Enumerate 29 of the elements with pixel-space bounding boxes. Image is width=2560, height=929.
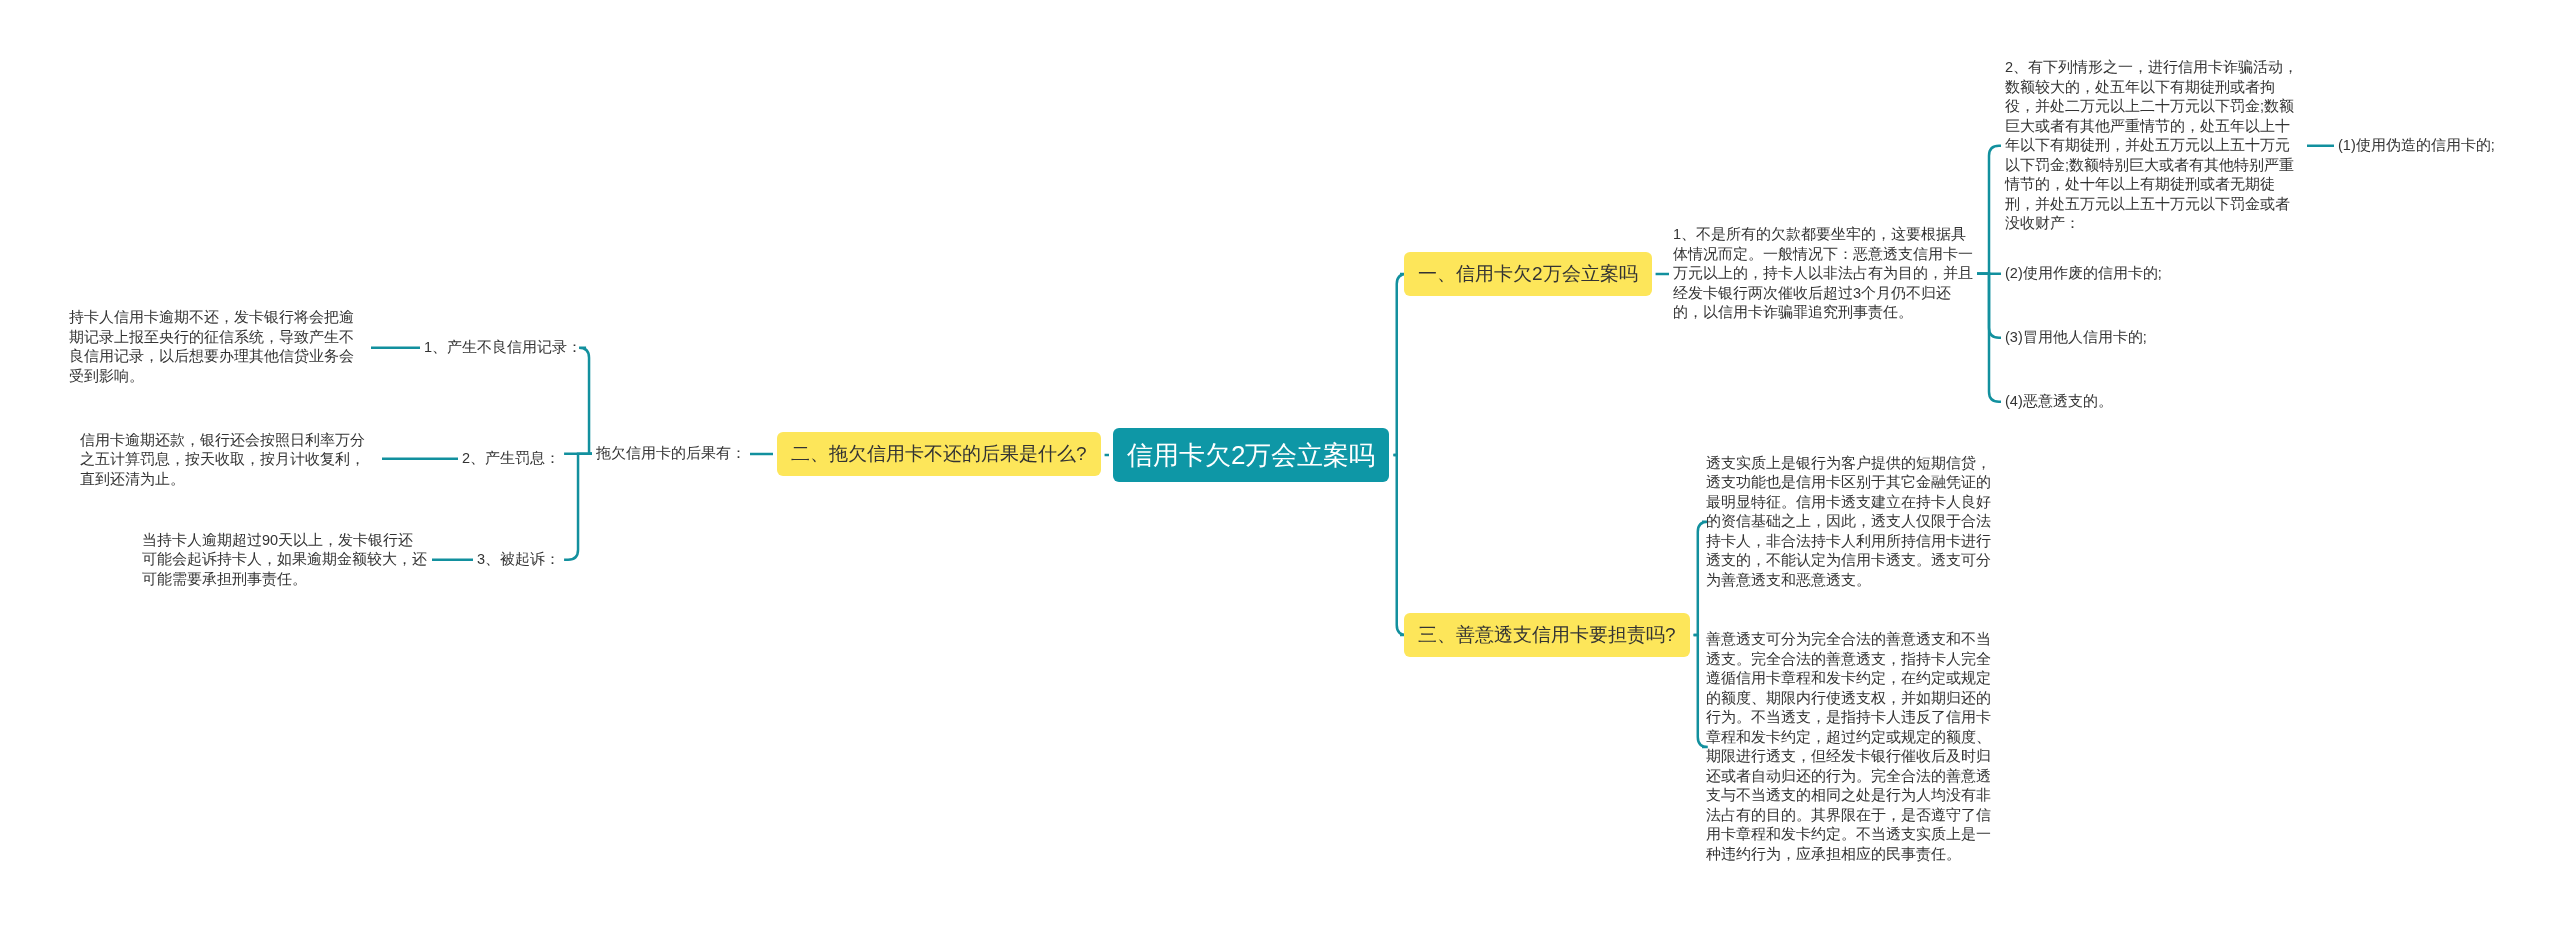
connector-line <box>577 346 592 455</box>
note-text: 1、不是所有的欠款都要坐牢的，这要根据具体情况而定。一般情况下：恶意透支信用卡一万元以上的，持卡人以非法占有为目的，并且经发卡银行两次催收后超过3个月仍不归还的，以信用卡诈骗罪追究刑事责任。 <box>1673 225 1973 323</box>
connector-line <box>1977 272 2001 403</box>
note-text: 2、有下列情形之一，进行信用卡诈骗活动，数额较大的，处五年以下有期徒刑或者拘役，并处二万元以上二十万元以下罚金;数额巨大或者有其他严重情节的，处五年以上十年以下有期徒刑，并处五万元以上五十万元以下罚金;数额特别巨大或者有其他特别严重情节的，处十年以上有期徒刑或者无期徒刑，并处五万元以上五十万元以下罚金或者没收财产： <box>2005 58 2303 234</box>
central-topic-box: 信用卡欠2万会立案吗 <box>1113 428 1390 482</box>
subtopic-text: 拖欠信用卡的后果有： <box>596 444 746 464</box>
connector-line <box>371 346 420 349</box>
subtopic-text: 1、产生不良信用记录： <box>424 338 583 358</box>
connector-line <box>432 558 473 561</box>
topic-box: 二、拖欠信用卡不还的后果是什么? <box>777 432 1101 476</box>
connector-line <box>382 457 458 460</box>
note-text: 透支实质上是银行为客户提供的短期信贷，透支功能也是信用卡区别于其它金融凭证的最明显特征。信用卡透支建立在持卡人良好的资信基础之上，因此，透支人仅限于合法持卡人，非合法持卡人利用所持信用卡进行透支的，不能认定为信用卡透支。透支可分为善意透支和恶意透支。 <box>1706 453 2004 590</box>
subtopic-text: 3、被起诉： <box>477 550 561 570</box>
note-text: 善意透支可分为完全合法的善意透支和不当透支。完全合法的善意透支，指持卡人完全遵循信用卡章程和发卡约定，在约定或规定的额度、期限内行使透支权，并如期归还的行为。不当透支，是指持卡人违反了信用卡章程和发卡约定，超过约定或规定的额度、期限进行透支，但经发卡银行催收后及时归还或者自动归还的行为。完全合法的善意透支与不当透支的相同之处是行为人均没有非法占有的目的。其界限在于，是否遵守了信用卡章程和发卡约定。不当透支实质上是一种违约行为，应承担相应的民事责任。 <box>1706 630 2004 864</box>
note-text: 当持卡人逾期超过90天以上，发卡银行还可能会起诉持卡人，如果逾期金额较大，还可能需要承担刑事责任。 <box>142 530 428 589</box>
subtopic-text: (4)恶意透支的。 <box>2005 392 2113 412</box>
note-text: 信用卡逾期还款，银行还会按照日利率万分之五计算罚息，按天收取，按月计收复利，直到还清为止。 <box>80 430 378 489</box>
connector-line <box>2307 144 2334 147</box>
topic-box: 一、信用卡欠2万会立案吗 <box>1404 252 1652 296</box>
note-text: 持卡人信用卡逾期不还，发卡银行将会把逾期记录上报至央行的征信系统，导致产生不良信用记录，以后想要办理其他信贷业务会受到影响。 <box>69 308 367 386</box>
subtopic-text: (2)使用作废的信用卡的; <box>2005 264 2162 284</box>
subtopic-text: 2、产生罚息： <box>462 449 561 469</box>
connector-line <box>750 452 773 456</box>
topic-box: 三、善意透支信用卡要担责吗? <box>1404 613 1690 657</box>
subtopic-text: (3)冒用他人信用卡的; <box>2005 328 2147 348</box>
connector-line <box>1655 272 1669 276</box>
connector-line <box>1104 453 1109 457</box>
subtopic-text: (1)使用伪造的信用卡的; <box>2338 136 2495 156</box>
connector-line <box>1693 633 1710 749</box>
